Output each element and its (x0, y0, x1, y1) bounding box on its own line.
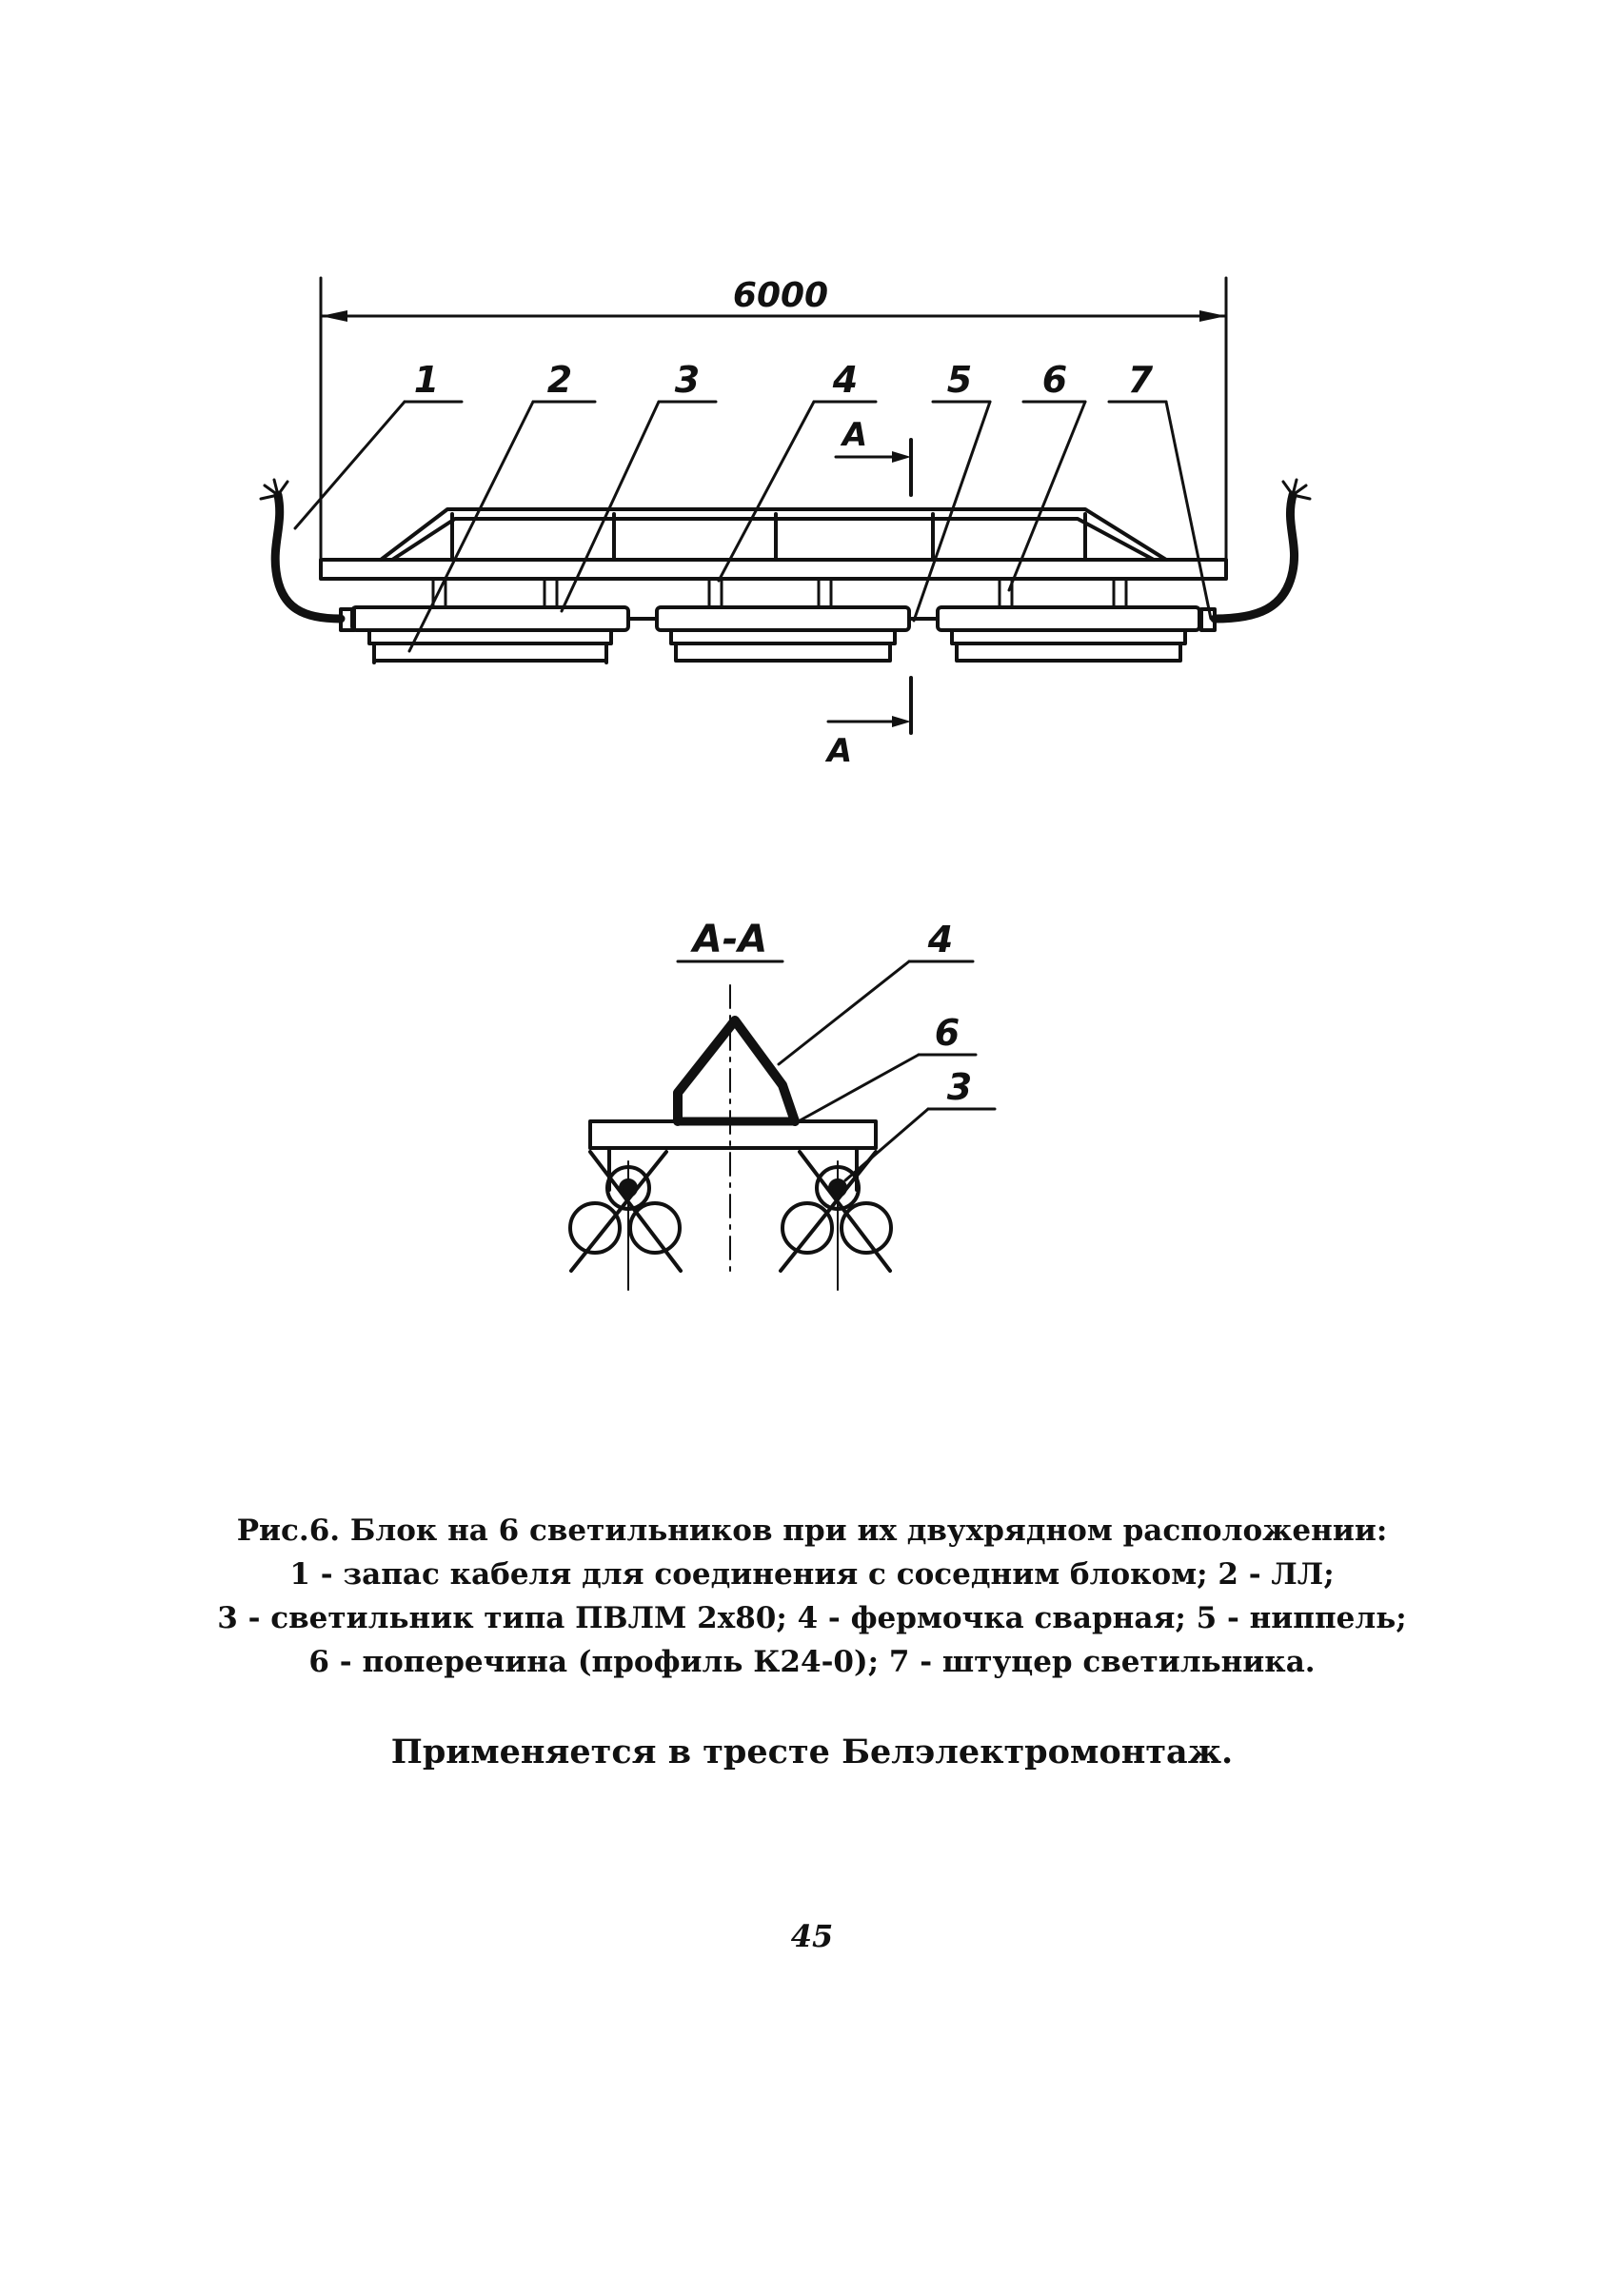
section-title: А-А (690, 918, 768, 961)
page-number: 45 (790, 1918, 834, 1954)
callout-6: 6 (1042, 359, 1067, 401)
luminaire (350, 605, 630, 664)
caption-line-2: 1 - запас кабеля для соединения с соседн… (289, 1557, 1335, 1592)
cable-reserve (270, 490, 1299, 623)
callout-5: 5 (947, 359, 972, 401)
caption-line-4: 6 - поперечина (профиль К24-0); 7 - штуц… (308, 1645, 1316, 1679)
luminaire (655, 605, 911, 663)
caption-line-3: 3 - светильник типа ПВЛМ 2х80; 4 - фермо… (217, 1601, 1407, 1635)
dimension-line (319, 276, 1228, 564)
callout-4: 4 (832, 359, 858, 401)
section-callout-4: 4 (927, 919, 953, 960)
dimension-label: 6000 (733, 276, 828, 315)
section-callout-6: 6 (935, 1012, 960, 1054)
callout-3: 3 (675, 359, 700, 401)
applies-note: Применяется в тресте Белэлектромонтаж. (390, 1732, 1234, 1771)
lamp-cluster-right (779, 1150, 893, 1291)
callout-leaders (293, 400, 1213, 653)
callout-7: 7 (1128, 359, 1154, 401)
hangers (431, 577, 1128, 609)
callout-1: 1 (414, 359, 439, 401)
callout-2: 2 (547, 359, 572, 401)
section-callout-leaders (777, 960, 997, 1182)
cable-end-icon (259, 478, 1312, 501)
figure-caption: Рис.6. Блок на 6 светильников при их дву… (114, 1509, 1510, 1684)
section-callout-3: 3 (947, 1066, 972, 1108)
section-mark-bottom: А (824, 732, 852, 770)
section-cut-mark (826, 438, 913, 735)
luminaire (936, 605, 1201, 663)
nipple (339, 607, 1217, 632)
caption-line-1: Рис.6. Блок на 6 светильников при их дву… (236, 1514, 1388, 1548)
welded-truss (319, 507, 1228, 581)
lamp-cluster-left (568, 1150, 683, 1291)
section-mark-top: А (840, 416, 867, 454)
